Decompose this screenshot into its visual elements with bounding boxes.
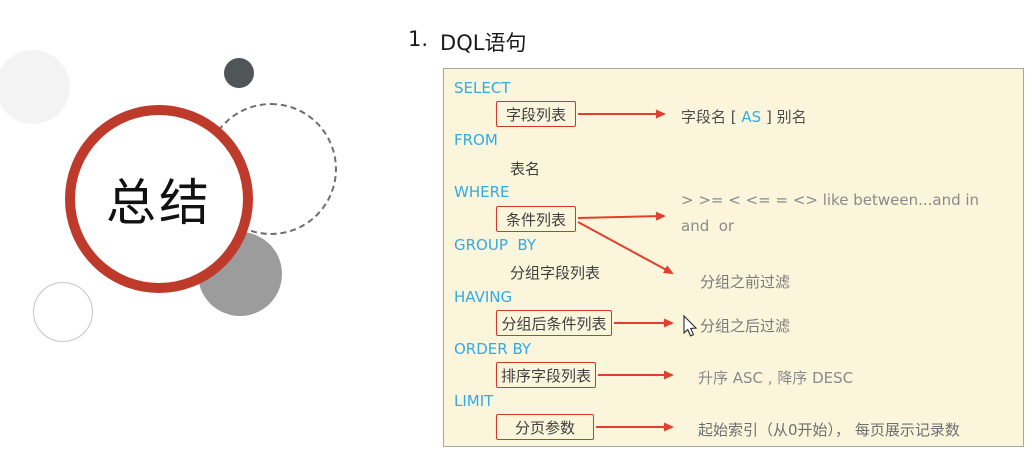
note-asc-desc: 升序 ASC , 降序 DESC xyxy=(698,369,854,387)
keyword-select: SELECT xyxy=(454,79,511,97)
keyword-where: WHERE xyxy=(454,183,510,201)
heading-number: 1. xyxy=(408,27,429,51)
note-where-logic: and or xyxy=(681,217,735,235)
note-select-alias: 字段名 [ AS ] 别名 xyxy=(681,106,807,127)
operand-box-field-list: 字段列表 xyxy=(496,101,576,127)
slide-heading: 1. DQL语句 xyxy=(408,27,526,57)
note-where-operators: > >= < <= = <> like between...and in xyxy=(681,191,980,209)
note-select-as: AS xyxy=(741,108,762,126)
decor-light-circle xyxy=(0,50,70,124)
summary-label: 总结 xyxy=(106,174,212,232)
decor-dark-circle xyxy=(224,58,254,88)
keyword-group-by: GROUP BY xyxy=(454,236,537,254)
operand-table-name: 表名 xyxy=(510,160,541,178)
keyword-having: HAVING xyxy=(454,288,513,306)
operand-box-paging-params: 分页参数 xyxy=(496,414,594,440)
note-select-pre: 字段名 [ xyxy=(681,108,742,126)
keyword-from: FROM xyxy=(454,131,498,149)
operand-box-condition-list: 条件列表 xyxy=(496,206,576,232)
note-select-post: ] 别名 xyxy=(761,108,807,126)
dql-syntax-panel xyxy=(443,68,1024,447)
keyword-order-by: ORDER BY xyxy=(454,340,532,358)
note-start-index-page-size: 起始索引（从0开始）， 每页展示记录数 xyxy=(698,421,960,439)
note-filter-before-grouping: 分组之前过滤 xyxy=(700,273,791,291)
heading-title: DQL语句 xyxy=(440,31,527,55)
operand-box-sort-fields: 排序字段列表 xyxy=(496,362,596,388)
keyword-limit: LIMIT xyxy=(454,392,494,410)
operand-box-having-conditions: 分组后条件列表 xyxy=(496,310,612,336)
operand-group-field-list: 分组字段列表 xyxy=(510,264,601,282)
summary-ring: 总结 xyxy=(65,105,253,293)
decor-outline-circle xyxy=(33,282,93,342)
note-filter-after-grouping: 分组之后过滤 xyxy=(700,317,791,335)
